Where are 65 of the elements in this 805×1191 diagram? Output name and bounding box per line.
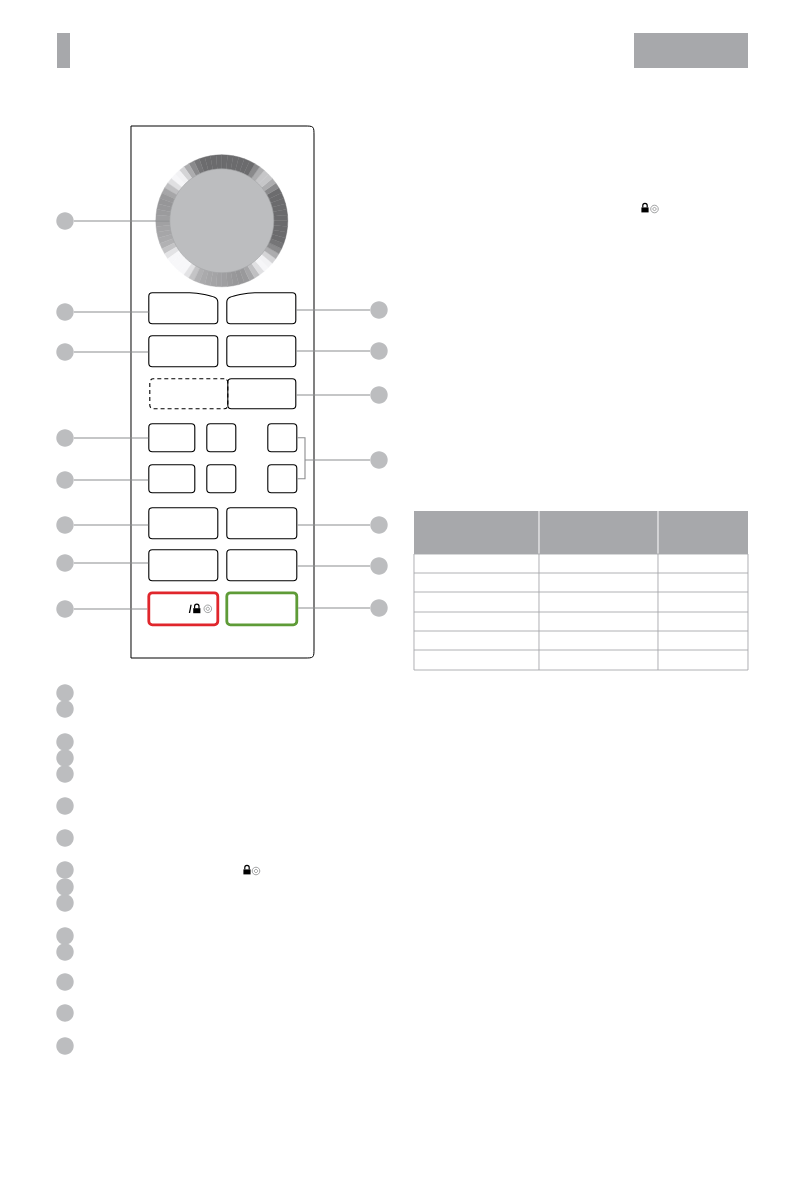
button [226,292,297,325]
callout-circle [56,829,74,847]
button [148,292,219,325]
leader-line [73,608,148,610]
leader-line [295,309,371,311]
leader-line [295,350,371,352]
leader-line [73,437,149,439]
button [227,378,297,410]
leader-line [73,351,149,353]
leader-line [73,479,149,481]
leader-line [73,524,149,526]
leader-line [73,311,150,313]
leader-line [296,524,371,526]
button [267,423,298,453]
button [206,464,237,494]
button [148,464,196,494]
callout-circle [56,973,74,991]
callout-circle [56,733,74,751]
leader-line [295,394,371,396]
callout-circle [56,1037,74,1055]
leader-line [297,607,371,609]
button: / [147,591,220,627]
callout-circle [370,557,388,575]
leader-line [296,565,371,567]
callout-circle [370,386,388,404]
callout-circle [56,303,74,321]
dashed-outline [149,378,229,410]
callout-circle [56,700,74,718]
callout-circle [56,861,74,879]
button [226,335,297,368]
button [148,423,196,453]
callout-circle [56,927,74,945]
button [206,423,237,453]
button [148,507,219,540]
callout-circle [370,342,388,360]
button [148,335,219,368]
callout-circle [56,797,74,815]
callout-circle [56,878,74,896]
callout-circle [370,301,388,319]
leader-line [296,437,371,480]
button [148,549,219,582]
callout-circle [370,516,388,534]
callout-circle [56,749,74,767]
callout-circle [370,451,388,469]
callout-circle [56,765,74,783]
button [225,591,299,627]
callout-circle [56,600,74,618]
callout-circle [56,516,74,534]
round-button [155,154,288,287]
button [226,549,298,582]
callout-circle [56,1004,74,1022]
callout-circle [56,554,74,572]
callout-circle [56,212,74,230]
callout-circle [56,471,74,489]
button [226,507,298,540]
callout-circle [56,943,74,961]
leader-line [73,562,149,564]
callout-circle [56,343,74,361]
callout-circle [56,894,74,912]
button [267,464,298,494]
callout-circle [56,684,74,702]
device-panel [130,125,315,659]
callout-circle [370,599,388,617]
callout-circle [56,429,74,447]
leader-line [73,220,171,222]
